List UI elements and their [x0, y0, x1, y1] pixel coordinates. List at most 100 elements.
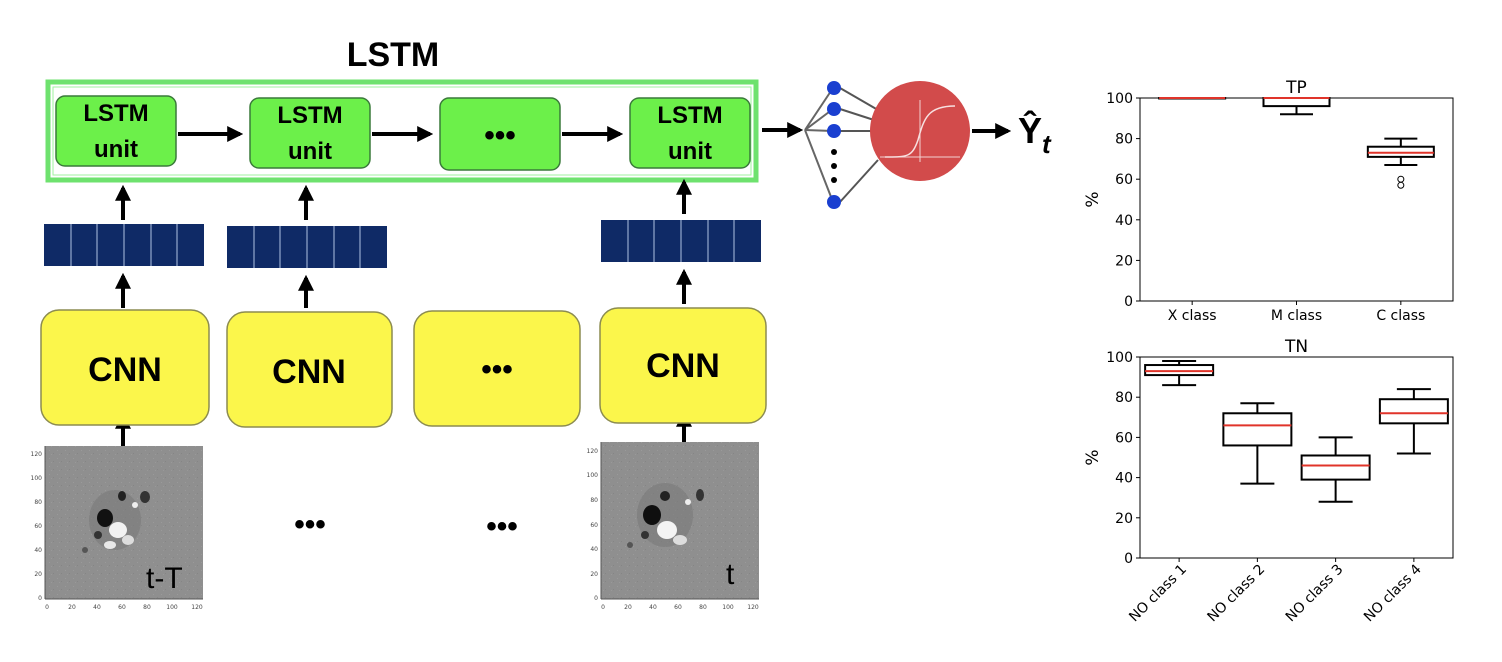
y-tick-label: 40 [1115, 213, 1133, 229]
lstm-unit-2: LSTM unit [249, 97, 371, 169]
y-tick-label: 0 [1124, 551, 1133, 567]
y-tick-label: 40 [1115, 471, 1133, 487]
y-tick-label: 0 [1124, 294, 1133, 310]
output-symbol: Ŷ [1018, 109, 1042, 151]
tick-label: 100 [587, 472, 599, 479]
y-axis-label: % [1083, 449, 1103, 465]
box [1262, 97, 1331, 108]
chart-tp: TP% 0 20 40 60 80 100 X class M class C class [1083, 78, 1454, 324]
y-tick-label: 80 [1115, 132, 1133, 148]
outlier-point [1397, 181, 1405, 189]
tick-label: 40 [93, 604, 101, 611]
tick-label: 40 [649, 604, 657, 611]
tick-label: 40 [590, 546, 598, 553]
cnn-label-ellipsis: ••• [481, 353, 513, 386]
tick-label: 120 [587, 448, 599, 455]
chart-title: TN [1284, 337, 1308, 357]
lstm-unit-1-line2: unit [94, 136, 138, 163]
feature-vector-2 [227, 226, 387, 268]
tick-label: 120 [31, 451, 43, 458]
x-tick-label: M class [1271, 308, 1322, 324]
tick-label: 60 [590, 522, 598, 529]
box [1300, 454, 1371, 481]
magnetogram-last-x-ticks: 0 20 40 60 80 100 120 [601, 604, 759, 611]
dense-layer [804, 81, 879, 209]
lstm-unit-4: LSTM unit [629, 97, 751, 169]
tick-label: 60 [118, 604, 126, 611]
box [1378, 398, 1449, 425]
x-tick-label: NO class 4 [1361, 561, 1425, 625]
feature-vector-1 [44, 224, 204, 266]
cnn-label-4: CNN [646, 347, 720, 385]
tick-label: 20 [590, 571, 598, 578]
y-tick-label: 100 [1106, 350, 1133, 366]
lstm-unit-1: LSTM unit [55, 95, 177, 167]
tick-label: 80 [143, 604, 151, 611]
dense-node [827, 81, 841, 95]
cnn-block-ellipsis: ••• [413, 310, 581, 427]
tick-label: 60 [34, 523, 42, 530]
dense-node [827, 195, 841, 209]
x-tick-label: NO class 1 [1126, 562, 1190, 626]
box [1222, 412, 1293, 447]
y-tick-label: 20 [1115, 253, 1133, 269]
image-label-first: t-T [146, 562, 183, 595]
lstm-unit-ellipsis: ••• [439, 97, 561, 171]
outlier-point [1397, 175, 1405, 183]
tick-label: 120 [747, 604, 759, 611]
image-label-last: t [726, 558, 735, 591]
tick-label: 20 [68, 604, 76, 611]
tick-label: 0 [601, 604, 605, 611]
feature-vector-3 [601, 220, 761, 262]
x-tick-label: C class [1376, 308, 1425, 324]
lstm-unit-4-line1: LSTM [657, 102, 722, 129]
cnn-block-4: CNN [599, 307, 767, 424]
cnn-label-2: CNN [272, 353, 346, 391]
y-tick-label: 20 [1115, 511, 1133, 527]
magnetogram-last-y-ticks: 120 100 80 60 40 20 0 [587, 448, 599, 602]
tick-label: 100 [722, 604, 734, 611]
y-tick-label: 100 [1106, 91, 1133, 107]
output-subscript: t [1042, 129, 1052, 159]
sequence-ellipsis-1: ••• [294, 508, 326, 541]
tick-label: 0 [45, 604, 49, 611]
cnn-label-1: CNN [88, 351, 162, 389]
x-tick-label: X class [1168, 308, 1217, 324]
cnn-block-2: CNN [226, 311, 393, 428]
tick-label: 0 [594, 595, 598, 602]
dense-node [827, 102, 841, 116]
y-axis-label: % [1083, 191, 1103, 207]
tick-label: 80 [590, 497, 598, 504]
tick-label: 80 [34, 499, 42, 506]
lstm-recurrent-arrows [178, 122, 804, 142]
magnetogram-first-x-ticks: 0 20 40 60 80 100 120 [45, 604, 203, 611]
tick-label: 80 [699, 604, 707, 611]
lstm-unit-2-line1: LSTM [277, 102, 342, 129]
chart-title: TP [1285, 78, 1307, 98]
y-tick-label: 60 [1115, 430, 1133, 446]
magnetogram-first: t-T 120 100 80 60 40 20 0 0 20 40 60 80 … [31, 446, 203, 611]
lstm-unit-1-line1: LSTM [83, 100, 148, 127]
sigmoid-output-node [870, 81, 970, 181]
lstm-unit-2-line2: unit [288, 138, 332, 165]
box [1144, 364, 1215, 377]
magnetogram-last: t 120 100 80 60 40 20 0 0 20 40 60 80 10… [587, 442, 759, 611]
box [1366, 145, 1435, 158]
dense-node [827, 124, 841, 138]
x-tick-label: NO class 3 [1283, 562, 1347, 626]
lstm-unit-4-line2: unit [668, 138, 712, 165]
tick-label: 60 [674, 604, 682, 611]
tick-label: 100 [31, 475, 43, 482]
tick-label: 120 [191, 604, 203, 611]
magnetogram-first-y-ticks: 120 100 80 60 40 20 0 [31, 451, 43, 602]
lstm-title: LSTM [347, 36, 440, 74]
plot-frame [1139, 97, 1454, 302]
tick-label: 0 [38, 595, 42, 602]
tick-label: 100 [166, 604, 178, 611]
output-label: Ŷt [1018, 109, 1052, 159]
y-tick-label: 60 [1115, 172, 1133, 188]
tick-label: 20 [624, 604, 632, 611]
